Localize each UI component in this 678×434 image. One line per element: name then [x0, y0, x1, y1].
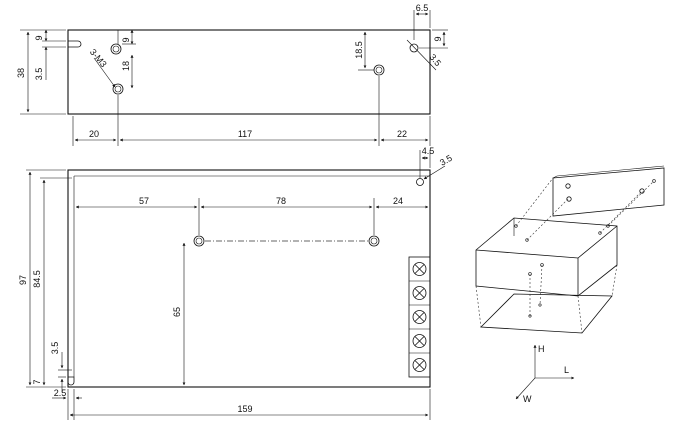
dim-right-9: 9 — [433, 36, 443, 41]
dim-20: 20 — [89, 129, 99, 139]
base-plate — [480, 293, 613, 334]
terminal-screw — [412, 262, 427, 276]
top-hole-2 — [112, 83, 124, 95]
chassis — [475, 217, 618, 297]
dim-hole-9: 9 — [121, 37, 131, 42]
terminal-screw — [409, 328, 430, 348]
dim-97: 97 — [18, 275, 28, 285]
bottom-slot — [67, 376, 75, 386]
terminal-screw — [409, 352, 430, 372]
terminal-block — [408, 256, 431, 378]
front-hole-left — [193, 235, 205, 247]
front-hole-right — [368, 235, 380, 247]
dim-slot-9: 9 — [34, 35, 44, 40]
dim-159: 159 — [237, 404, 252, 414]
dim-24: 24 — [393, 196, 403, 206]
dim-slot-3-5: 3.5 — [34, 68, 44, 81]
front-hole-corner — [416, 178, 424, 186]
dim-2-5: 2.5 — [54, 388, 67, 398]
dim-84-5: 84.5 — [32, 270, 42, 288]
top-hole-right — [409, 43, 419, 53]
axis-h-label: H — [538, 344, 545, 354]
isometric-view — [475, 165, 665, 334]
dim-117: 117 — [238, 129, 252, 139]
axis-w-label: W — [523, 394, 532, 404]
cover-plate — [552, 165, 665, 217]
dim-3-5-bottom: 3.5 — [50, 342, 60, 355]
dim-78: 78 — [276, 196, 286, 206]
dim-7: 7 — [32, 379, 42, 384]
dim-38: 38 — [16, 68, 26, 78]
top-view: 38 9 3.5 9 18 18.5 6.5 9 3-M3 3.5 20 117… — [16, 3, 448, 146]
axis-w-arrow — [515, 377, 536, 400]
orientation-axes: H L W — [515, 344, 575, 404]
dim-6-5: 6.5 — [416, 3, 429, 13]
front-view-outline — [67, 169, 431, 388]
terminal-block-frame — [408, 256, 431, 378]
dim-65: 65 — [172, 307, 182, 317]
dim-4-5: 4.5 — [422, 146, 435, 156]
terminal-screw — [409, 304, 430, 324]
terminal-screw — [409, 280, 430, 300]
top-hole-1 — [110, 43, 122, 55]
axis-l-label: L — [564, 365, 569, 375]
left-slot — [68, 40, 82, 48]
dim-hole-18-5: 18.5 — [354, 41, 364, 59]
dim-hole-18: 18 — [121, 61, 131, 71]
dim-57: 57 — [139, 196, 149, 206]
front-view: 4.5 3.5 57 78 24 97 84.5 65 3.5 7 2.5 15… — [18, 146, 454, 420]
dim-22: 22 — [397, 129, 407, 139]
label-3-5-hole: 3.5 — [438, 153, 454, 168]
